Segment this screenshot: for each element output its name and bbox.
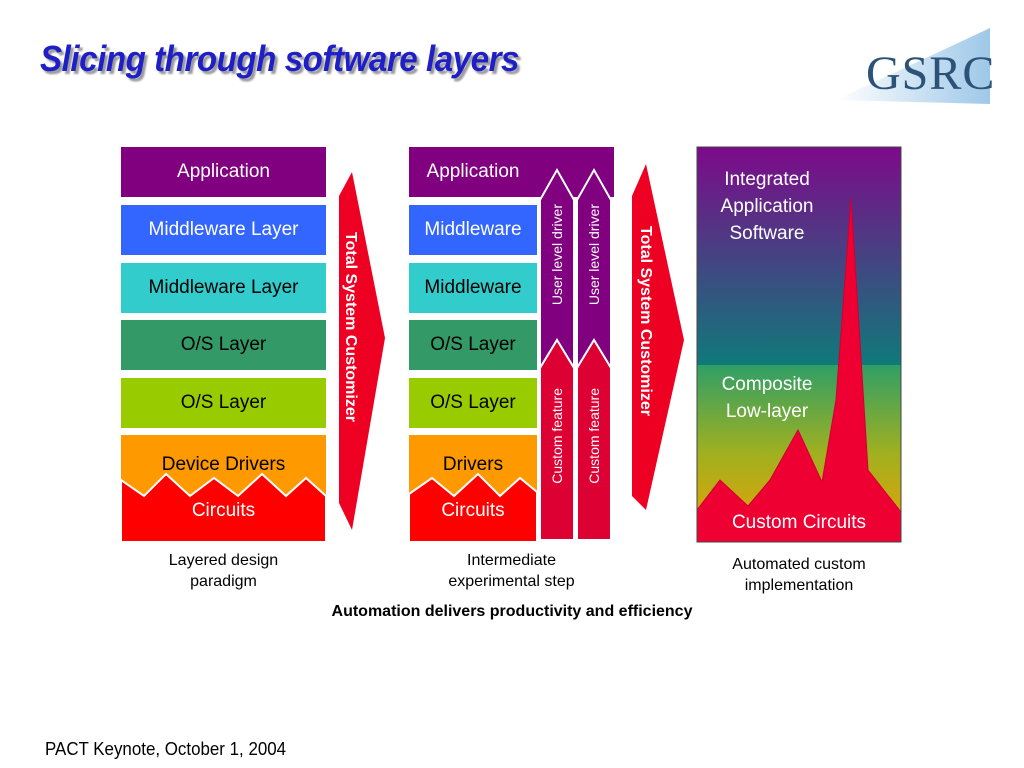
col1-os1-block xyxy=(121,320,326,370)
col2-os2-label: O/S Layer xyxy=(430,392,516,413)
col1-drivers-block xyxy=(121,435,326,496)
col2-os2-block xyxy=(409,378,537,428)
arrow2-label: Total System Customizer xyxy=(637,226,654,416)
col2-circuits-block xyxy=(408,472,538,543)
col2-middleware2-block xyxy=(409,263,537,313)
col2-middleware2-label: Middleware xyxy=(424,277,522,298)
col1-application-label: Application xyxy=(177,161,270,182)
col1-middleware2-block xyxy=(121,263,326,313)
col1-os2-label: O/S Layer xyxy=(180,392,267,413)
col3-top-block xyxy=(697,147,901,365)
page-title: Slicing through software layers xyxy=(40,38,519,79)
user-driver-1-label: User level driver xyxy=(549,204,565,306)
arrow2-shape xyxy=(632,164,684,510)
custom-feature-1-block xyxy=(539,338,575,541)
logo-text: GSRC xyxy=(866,47,996,100)
custom-feature-1-label: Custom feature xyxy=(549,388,565,484)
col2-circuits-label: Circuits xyxy=(441,500,505,521)
custom-feature-2-block xyxy=(576,338,612,541)
col1-circuits-label: Circuits xyxy=(191,500,256,521)
custom-feature-2-label: Custom feature xyxy=(586,388,602,484)
col2-os1-block xyxy=(409,320,537,370)
col2-drivers-block xyxy=(409,435,537,496)
col1-middleware2-label: Middleware Layer xyxy=(148,277,299,298)
arrow1-shape xyxy=(339,172,385,530)
footer-text: PACT Keynote, October 1, 2004 xyxy=(45,739,287,759)
col1-application-block xyxy=(121,147,326,197)
col1-middleware1-label: Middleware Layer xyxy=(148,219,299,240)
arrow1-label: Total System Customizer xyxy=(342,232,359,422)
col1-circuits-block xyxy=(120,472,327,543)
col2-middleware1-block xyxy=(409,205,537,255)
user-driver-2-label: User level driver xyxy=(586,204,602,306)
col3-bottom-label: Custom Circuits xyxy=(731,512,867,533)
col1-drivers-label: Device Drivers xyxy=(161,454,286,475)
col2-os1-label: O/S Layer xyxy=(430,334,516,355)
col2-drivers-label: Drivers xyxy=(442,454,504,475)
tagline: Automation delivers productivity and eff… xyxy=(331,603,693,620)
col2-application-label: Application xyxy=(426,161,520,182)
col1-os2-block xyxy=(121,378,326,428)
col1-middleware1-block xyxy=(121,205,326,255)
col2-middleware1-label: Middleware xyxy=(424,219,522,240)
col1-os1-label: O/S Layer xyxy=(180,334,267,355)
col2-application-block xyxy=(409,147,614,197)
